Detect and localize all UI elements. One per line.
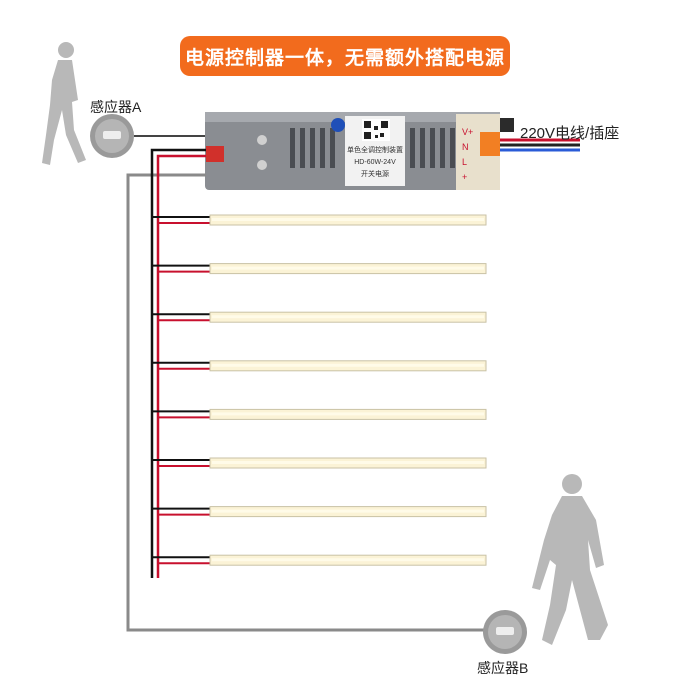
controller-unit: 单色全调控制装置 HD-60W-24V 开关电源 V+ N L + [205, 112, 514, 190]
qr-code-icon [362, 119, 390, 141]
led-strip [152, 554, 487, 566]
sensor-b-cable [126, 173, 485, 632]
sensor-a-label: 感应器A [90, 99, 142, 115]
led-strip-group [152, 214, 487, 566]
walking-person-icon [42, 42, 86, 165]
terminal-label-1: V+ [462, 127, 473, 137]
walking-person-icon [532, 474, 608, 645]
terminal-label-2: N [462, 142, 469, 152]
led-strip [152, 360, 487, 372]
led-strip [152, 408, 487, 420]
led-strip [152, 506, 487, 518]
motion-sensor-icon [483, 610, 527, 654]
controller-subtitle: 开关电源 [361, 169, 389, 178]
led-strip [152, 263, 487, 275]
led-strip [152, 457, 487, 469]
bus-wire-black [150, 148, 206, 578]
controller-title: 单色全调控制装置 [347, 145, 403, 154]
terminal-label-3: L [462, 157, 467, 167]
motion-sensor-icon [90, 114, 134, 158]
led-strip [152, 214, 487, 226]
sensor-b-label: 感应器B [477, 660, 529, 676]
terminal-block-icon: V+ N L + [456, 114, 514, 190]
controller-model: HD-60W-24V [354, 159, 396, 166]
bus-wire-red [156, 154, 206, 578]
terminal-label-4: + [462, 172, 467, 182]
headline-banner: 电源控制器一体，无需额外搭配电源 [180, 36, 510, 76]
led-strip [152, 311, 487, 323]
power-input-label: 220V电线/插座 [520, 125, 620, 142]
